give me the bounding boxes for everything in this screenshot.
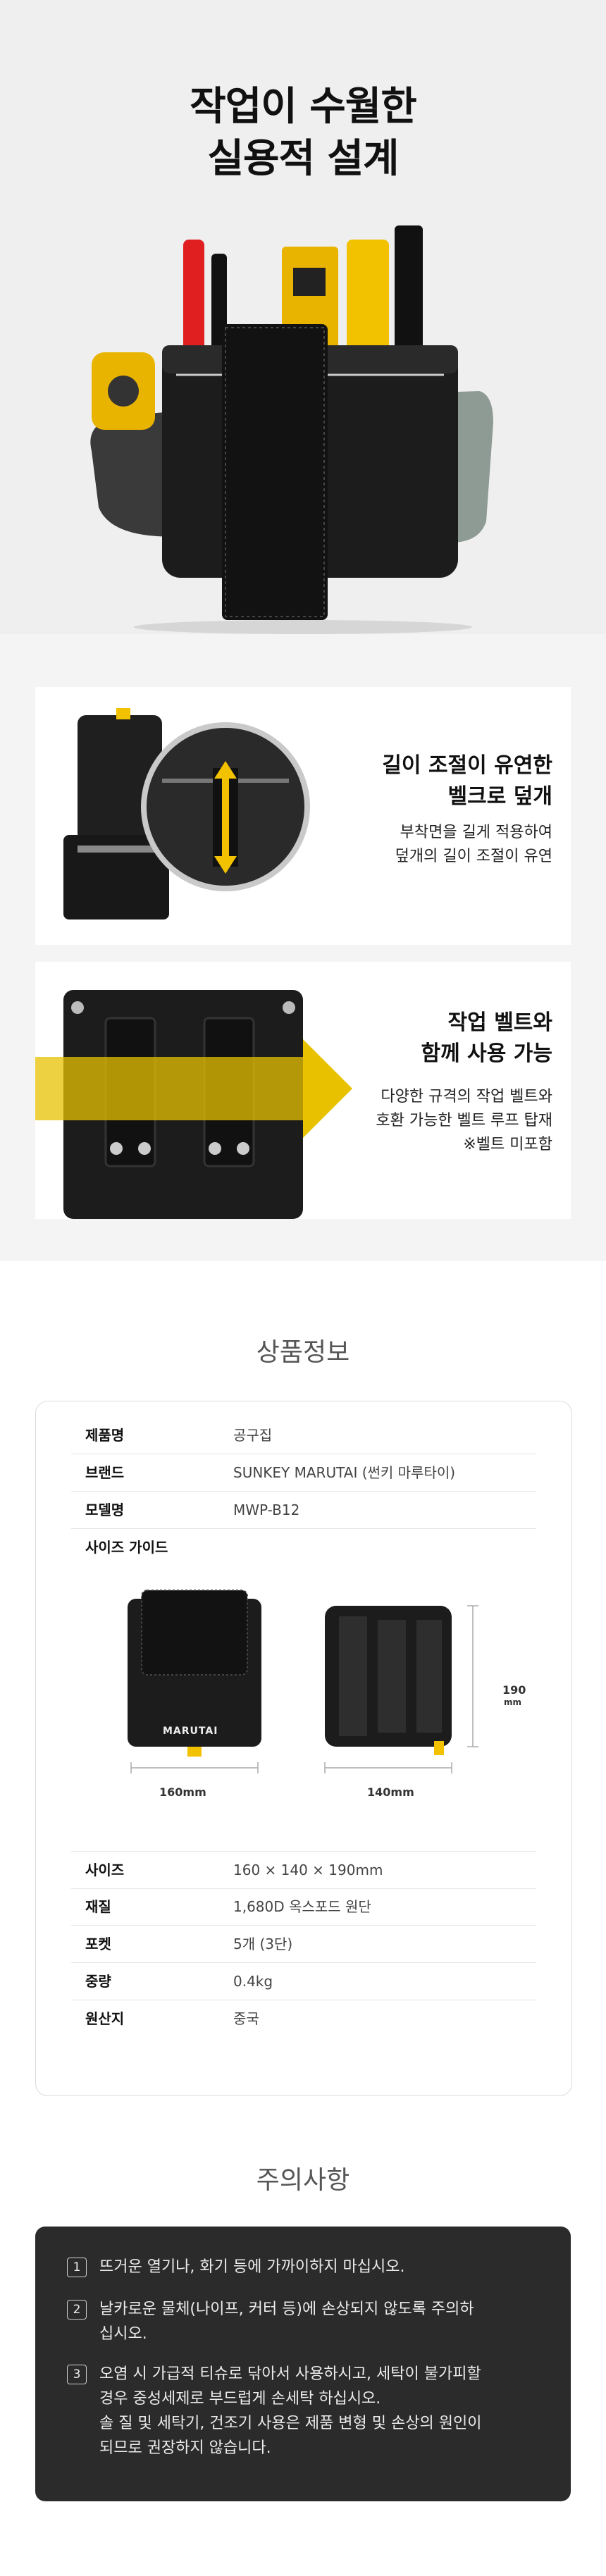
- caution-number-badge: 3: [67, 2365, 87, 2384]
- hero-title: 작업이 수월한 실용적 설계: [0, 81, 606, 185]
- caution-title: 주의사항: [256, 2166, 350, 2195]
- info-label: 사이즈: [85, 1862, 125, 1878]
- caution-box: 1 뜨거운 열기나, 화기 등에 가까이하지 마십시오. 2 날카로운 물체(나…: [35, 2227, 571, 2501]
- pouch-brand-label: MARUTAI: [163, 1726, 218, 1737]
- info-value: SUNKEY MARUTAI (썬키 마루타이): [233, 1464, 456, 1481]
- caution-text: 날카로운 물체(나이프, 커터 등)에 손상되지 않도록 주의하 십시오.: [99, 2297, 543, 2346]
- info-value: 공구집: [233, 1427, 273, 1444]
- belt-loop-image: [35, 990, 352, 1219]
- info-label: 제품명: [85, 1427, 125, 1444]
- info-value: 0.4kg: [233, 1973, 273, 1990]
- info-label: 모델명: [85, 1501, 125, 1518]
- feature1-desc-line1: 부착면을 길게 적용하여: [400, 824, 552, 841]
- info-value: 160 × 140 × 190mm: [233, 1862, 383, 1878]
- info-label: 중량: [85, 1973, 111, 1990]
- caution-text: 오염 시 가급적 티슈로 닦아서 사용하시고, 세탁이 불가피할 경우 중성세제…: [99, 2362, 543, 2460]
- info-value: 1,680D 옥스포드 원단: [233, 1898, 371, 1915]
- info-label: 원산지: [85, 2010, 125, 2027]
- caution-text-line: 솔 질 및 세탁기, 건조기 사용은 제품 변형 및 손상의 원인이: [99, 2415, 482, 2432]
- dim-height-unit: mm: [504, 1697, 522, 1707]
- info-row-origin: 원산지 중국: [71, 2000, 536, 2037]
- product-info-section: 상품정보 제품명 공구집 브랜드 SUNKEY MARUTAI (썬키 마루타이…: [0, 1261, 606, 2121]
- feature2-title: 작업 벨트와 함께 사용 가능: [421, 1008, 553, 1070]
- info-row-size-guide: 사이즈 가이드: [71, 1529, 536, 1566]
- caution-text-line: 되므로 권장하지 않습니다.: [99, 2439, 271, 2457]
- feature1-desc: 부착면을 길게 적용하여 덮개의 길이 조절이 유연: [395, 821, 552, 869]
- hero-product-image: [90, 225, 493, 634]
- caution-text-line: 경우 중성세제로 부드럽게 손세탁 하십시오.: [99, 2390, 381, 2408]
- hero-title-line2: 실용적 설계: [207, 136, 399, 182]
- feature1-title-line2: 벨크로 덮개: [447, 784, 552, 809]
- caution-text-line: 오염 시 가급적 티슈로 닦아서 사용하시고, 세탁이 불가피할: [99, 2365, 481, 2383]
- feature1-desc-line2: 덮개의 길이 조절이 유연: [395, 848, 552, 865]
- product-info-box: 제품명 공구집 브랜드 SUNKEY MARUTAI (썬키 마루타이) 모델명…: [35, 1401, 572, 2096]
- info-row-brand: 브랜드 SUNKEY MARUTAI (썬키 마루타이): [71, 1454, 536, 1492]
- info-row-model: 모델명 MWP-B12: [71, 1492, 536, 1529]
- product-info-title: 상품정보: [256, 1338, 350, 1367]
- dim-depth: 140mm: [367, 1785, 414, 1799]
- info-row-name: 제품명 공구집: [71, 1417, 536, 1454]
- info-row-pocket: 포켓 5개 (3단): [71, 1926, 536, 1963]
- feature2-desc-line3: ※벨트 미포함: [463, 1136, 552, 1153]
- info-value: 중국: [233, 2010, 259, 2027]
- info-label: 브랜드: [85, 1464, 125, 1481]
- info-value: MWP-B12: [233, 1501, 300, 1518]
- caution-text: 뜨거운 열기나, 화기 등에 가까이하지 마십시오.: [99, 2255, 543, 2279]
- info-label: 포켓: [85, 1936, 111, 1952]
- feature1-title: 길이 조절이 유연한 벨크로 덮개: [382, 750, 552, 812]
- caution-number-badge: 1: [67, 2258, 87, 2277]
- dim-height-value: 190: [502, 1683, 526, 1697]
- size-guide-image: [128, 1590, 478, 1773]
- feature2-title-line2: 함께 사용 가능: [421, 1041, 553, 1066]
- feature1-title-line1: 길이 조절이 유연한: [382, 753, 552, 778]
- info-row-weight: 중량 0.4kg: [71, 1963, 536, 2000]
- velcro-flap-image: [63, 708, 310, 919]
- info-row-material: 재질 1,680D 옥스포드 원단: [71, 1888, 536, 1926]
- feature-card-belt-loop: 작업 벨트와 함께 사용 가능 다양한 규격의 작업 벨트와 호환 가능한 벨트…: [35, 962, 571, 1219]
- hero-title-line1: 작업이 수월한: [190, 84, 417, 130]
- caution-section: 주의사항 1 뜨거운 열기나, 화기 등에 가까이하지 마십시오. 2 날카로운…: [0, 2121, 606, 2576]
- info-row-size: 사이즈 160 × 140 × 190mm: [71, 1851, 536, 1889]
- feature2-desc-line2: 호환 가능한 벨트 루프 탑재: [376, 1112, 552, 1129]
- info-label: 사이즈 가이드: [85, 1539, 168, 1556]
- feature-card-velcro: 길이 조절이 유연한 벨크로 덮개 부착면을 길게 적용하여 덮개의 길이 조절…: [35, 687, 571, 945]
- caution-text-line: 십시오.: [99, 2325, 147, 2343]
- feature2-title-line1: 작업 벨트와: [447, 1010, 552, 1035]
- caution-text-line: 날카로운 물체(나이프, 커터 등)에 손상되지 않도록 주의하: [99, 2301, 474, 2318]
- dim-width: 160mm: [159, 1785, 206, 1799]
- hero-section: 작업이 수월한 실용적 설계: [0, 0, 606, 634]
- info-value: 5개 (3단): [233, 1936, 293, 1952]
- caution-number-badge: 2: [67, 2300, 87, 2320]
- info-label: 재질: [85, 1898, 111, 1915]
- feature2-desc-line1: 다양한 규격의 작업 벨트와: [381, 1088, 552, 1106]
- feature2-desc: 다양한 규격의 작업 벨트와 호환 가능한 벨트 루프 탑재 ※벨트 미포함: [376, 1085, 552, 1157]
- caution-text-line: 뜨거운 열기나, 화기 등에 가까이하지 마십시오.: [99, 2258, 405, 2276]
